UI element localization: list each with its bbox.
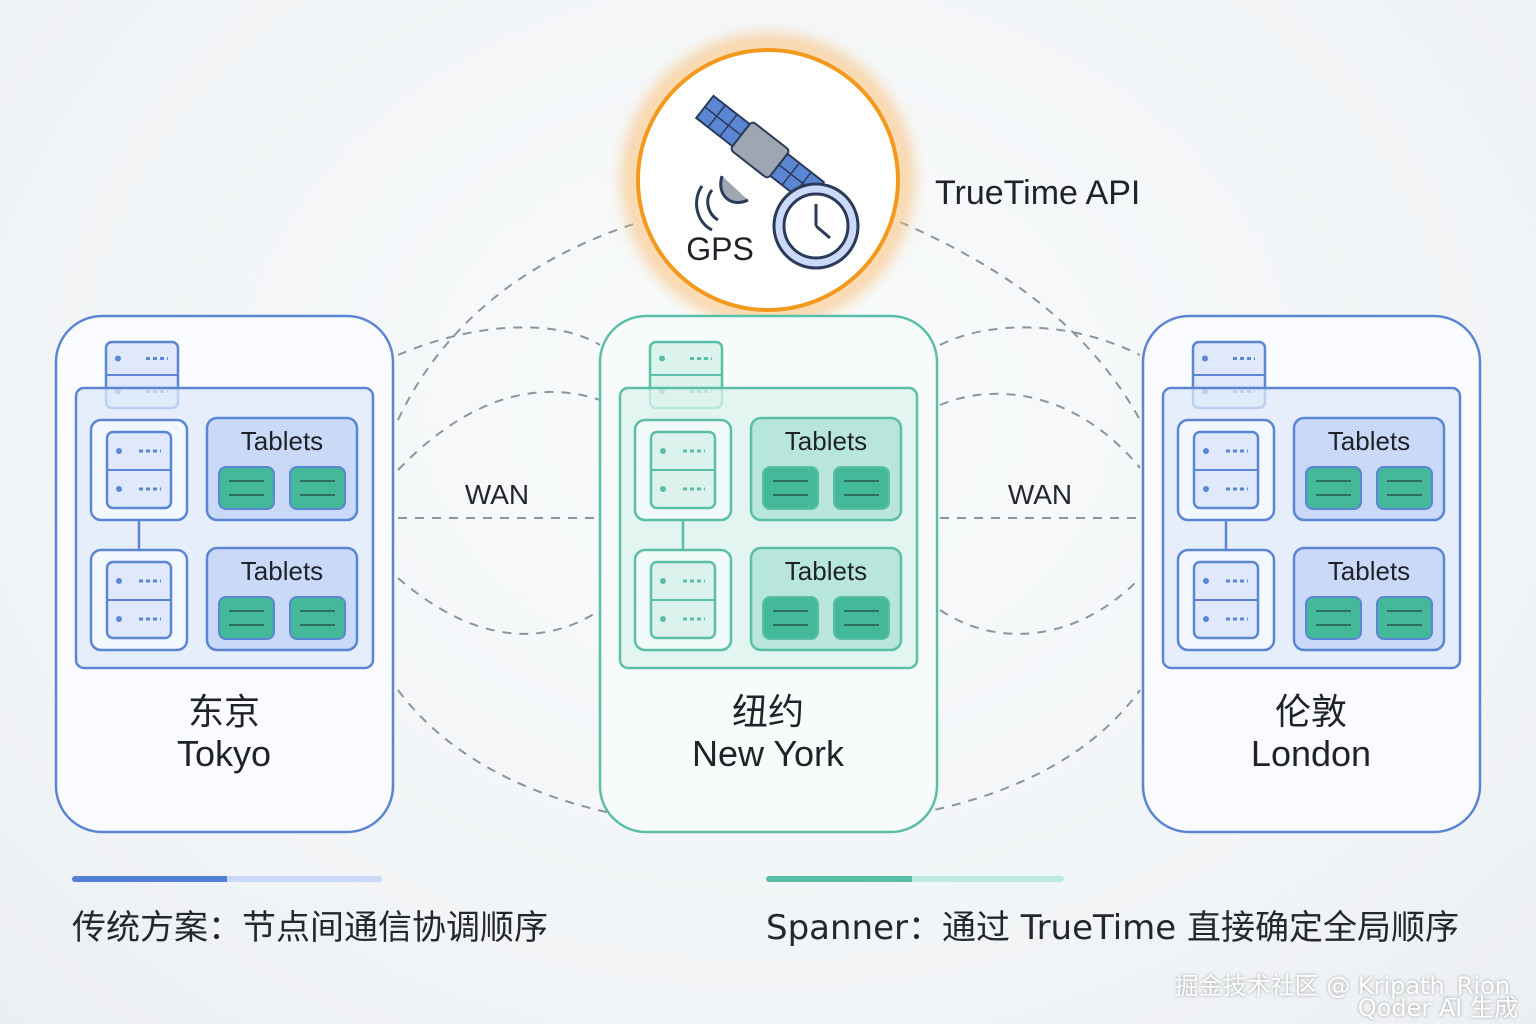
server-icon bbox=[649, 560, 717, 640]
tablet-chip-icon bbox=[833, 596, 890, 640]
tablets-label: Tablets bbox=[241, 426, 323, 456]
legend-traditional: 传统方案：节点间通信协调顺序 bbox=[72, 908, 548, 948]
tablet-chip-icon bbox=[289, 596, 346, 640]
region-name-cn: 伦敦 bbox=[1275, 692, 1347, 733]
tablets-label: Tablets bbox=[1328, 426, 1410, 456]
server-icon bbox=[105, 430, 173, 510]
server-icon bbox=[1192, 430, 1260, 510]
tablet-chip-icon bbox=[833, 466, 890, 510]
wan-label-right: WAN bbox=[1008, 479, 1072, 510]
tablets-label: Tablets bbox=[1328, 556, 1410, 586]
satellite-dish-icon bbox=[695, 175, 749, 232]
watermark-line2: Qoder AI 生成 bbox=[1357, 994, 1518, 1022]
gps-circle bbox=[636, 48, 900, 312]
tablets-label: Tablets bbox=[785, 426, 867, 456]
region-name-en: London bbox=[1251, 733, 1371, 774]
server-icon bbox=[649, 430, 717, 510]
tablets-label: Tablets bbox=[785, 556, 867, 586]
tablets-label: Tablets bbox=[241, 556, 323, 586]
gps-label: GPS bbox=[686, 231, 754, 267]
gps-truetime-node: GPS bbox=[616, 28, 920, 332]
region-name-en: New York bbox=[692, 733, 845, 774]
wan-label-left: WAN bbox=[465, 479, 529, 510]
region-name-cn: 东京 bbox=[188, 692, 260, 733]
legend-spanner: Spanner：通过 TrueTime 直接确定全局顺序 bbox=[766, 908, 1460, 948]
tablet-chip-icon bbox=[218, 466, 275, 510]
tablet-chip-icon bbox=[1376, 466, 1433, 510]
tablet-chip-icon bbox=[1305, 596, 1362, 640]
tablet-chip-icon bbox=[762, 466, 819, 510]
clock-icon bbox=[772, 182, 860, 270]
datacenter-regions: TabletsTablets东京TokyoTabletsTablets纽约New… bbox=[54, 314, 1482, 834]
tablet-chip-icon bbox=[218, 596, 275, 640]
region-name-cn: 纽约 bbox=[732, 692, 804, 733]
tablet-chip-icon bbox=[1376, 596, 1433, 640]
tablet-chip-icon bbox=[1305, 466, 1362, 510]
region-name-en: Tokyo bbox=[177, 733, 271, 774]
tablet-chip-icon bbox=[289, 466, 346, 510]
server-icon bbox=[1192, 560, 1260, 640]
watermark-line1: 掘金技术社区 @ Kripath_Rion bbox=[1174, 972, 1510, 1000]
truetime-api-label: TrueTime API bbox=[935, 174, 1140, 212]
legend-bar-traditional bbox=[72, 876, 382, 882]
server-icon bbox=[105, 560, 173, 640]
tablet-chip-icon bbox=[762, 596, 819, 640]
legend-bar-spanner bbox=[766, 876, 1064, 882]
